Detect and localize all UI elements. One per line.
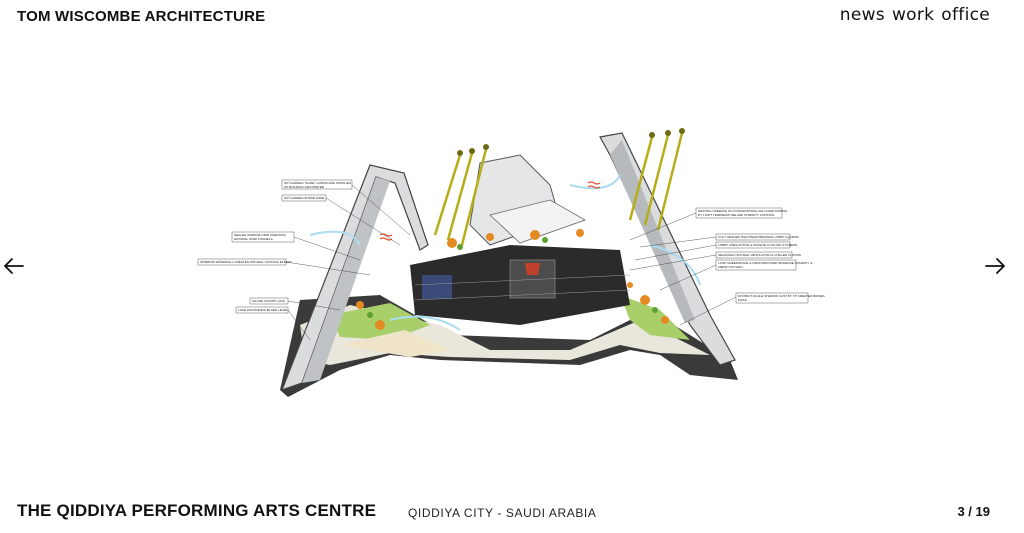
left-shell (280, 164, 429, 391)
sun-icons (457, 128, 685, 156)
heat-marks (379, 181, 601, 241)
floor-lines (414, 274, 631, 301)
arrow-right-icon (985, 258, 1005, 274)
annotation-text: ISLAND CANOPY AXIS (252, 299, 285, 303)
annotation-text: HEATING OPERATE ON CONVENTIONAL AIR COND… (698, 209, 788, 213)
annotation-text: LAKE WAYFINDING BLADE LEVEL (238, 308, 288, 312)
wind-flows (309, 174, 701, 331)
tree-greens (367, 237, 658, 318)
annotation-text: FRESH OXYGEN (718, 265, 743, 269)
annotation-text: MASS (738, 298, 747, 302)
previous-slide-button[interactable] (3, 255, 25, 277)
nav-office[interactable]: office (941, 5, 990, 25)
trees (356, 229, 669, 330)
annotation-text: SEALED WINDOW GRID CREATING (234, 233, 286, 237)
annotation-text: DISTRICT-SCALE SHADOW CAST BY TP CREATED… (738, 294, 825, 298)
next-slide-button[interactable] (984, 255, 1006, 277)
axonometric-section-drawing: SKYGARDEN "SLIDE" LANDSCAPE SUPPLIES OF … (197, 128, 825, 397)
auditorium-blue (422, 275, 452, 299)
roof-terrace (489, 199, 586, 244)
annotation-text: SKYGARDEN SHADE ZONE (284, 196, 324, 200)
nav-work[interactable]: work (891, 5, 935, 25)
main-nav: news work office (840, 5, 990, 25)
annotation-text: SKYGARDEN "SLIDE" LANDSCAPE SUPPLIES (284, 181, 351, 185)
annotation-text: INTERIOR WATERFALL CREATES NATURAL COOLI… (200, 260, 292, 264)
annotation-text: LOBBY USES ACTIVE & PASSIVE COOLING SYST… (718, 243, 797, 247)
green-landscape-right (620, 295, 690, 340)
annotation-text: LUSH GREENSCAPE & GROUNDCOVER INCREASE H… (718, 261, 813, 265)
project-title: THE QIDDIYA PERFORMING ARTS CENTRE (17, 501, 377, 520)
sand-zone (340, 330, 450, 357)
stage-red-glow (525, 263, 540, 275)
annotation-text: OF BUILDING GRAYWATER (284, 185, 325, 189)
arrow-left-icon (4, 258, 24, 274)
left-shell-inner (302, 177, 390, 383)
brand-logo[interactable]: TOM WISCOMBE ARCHITECTURE (17, 8, 266, 25)
annotation-text: CULT GRADED HIGH PERFORMANCE LOBBY GLAZI… (718, 235, 800, 239)
light-shafts (433, 132, 684, 246)
project-location: QIDDIYA CITY - SAUDI ARABIA (408, 506, 597, 520)
slide-counter: 3 / 19 (957, 504, 990, 519)
annotation-text: BY TIGHT TEMPERATURE AND HUMIDITY CONTRO… (698, 213, 775, 217)
project-drawing: SKYGARDEN "SLIDE" LANDSCAPE SUPPLIES OF … (190, 125, 830, 415)
annotations-right: HEATING OPERATE ON CONVENTIONAL AIR COND… (629, 207, 825, 326)
annotation-text: NATURAL WIND FUNNELS (234, 237, 273, 241)
right-shell-inner (610, 140, 695, 323)
annotation-text: SEASONAL NATURAL VENTILATION & CHILLED F… (718, 253, 801, 257)
annotations-left: SKYGARDEN "SLIDE" LANDSCAPE SUPPLIES OF … (197, 179, 411, 341)
nav-news[interactable]: news (839, 5, 885, 25)
